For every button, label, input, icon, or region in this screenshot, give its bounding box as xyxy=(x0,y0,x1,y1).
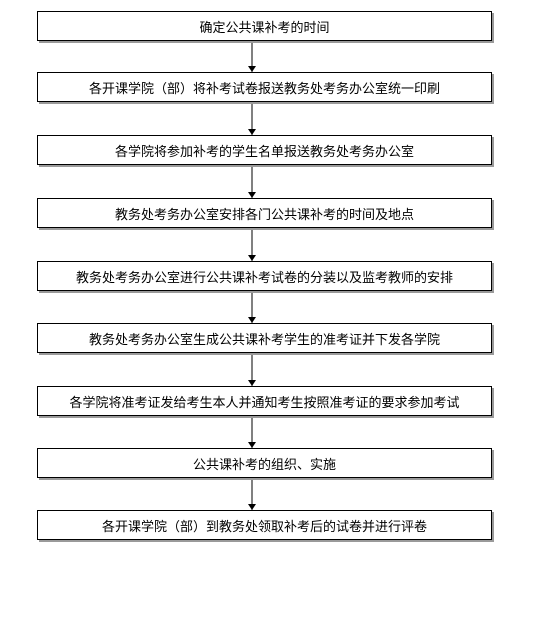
arrowhead-7 xyxy=(248,442,256,448)
arrowhead-3 xyxy=(248,192,256,198)
arrowhead-8 xyxy=(248,504,256,510)
arrowhead-6 xyxy=(248,380,256,386)
flow-step-7: 各学院将准考证发给考生本人并通知考生按照准考证的要求参加考试 xyxy=(37,386,492,416)
flow-step-9: 各开课学院（部）到教务处领取补考后的试卷并进行评卷 xyxy=(37,510,492,540)
flow-step-6: 教务处考务办公室生成公共课补考学生的准考证并下发各学院 xyxy=(37,323,492,353)
flow-step-2: 各开课学院（部）将补考试卷报送教务处考务办公室统一印刷 xyxy=(37,72,492,102)
flow-step-4: 教务处考务办公室安排各门公共课补考的时间及地点 xyxy=(37,198,492,228)
arrowhead-4 xyxy=(248,255,256,261)
arrowhead-2 xyxy=(248,129,256,135)
flow-step-8: 公共课补考的组织、实施 xyxy=(37,448,492,478)
arrowhead-5 xyxy=(248,317,256,323)
flow-step-3: 各学院将参加补考的学生名单报送教务处考务办公室 xyxy=(37,135,492,165)
arrowhead-1 xyxy=(248,66,256,72)
flow-step-5: 教务处考务办公室进行公共课补考试卷的分装以及监考教师的安排 xyxy=(37,261,492,291)
flow-step-1: 确定公共课补考的时间 xyxy=(37,11,492,41)
